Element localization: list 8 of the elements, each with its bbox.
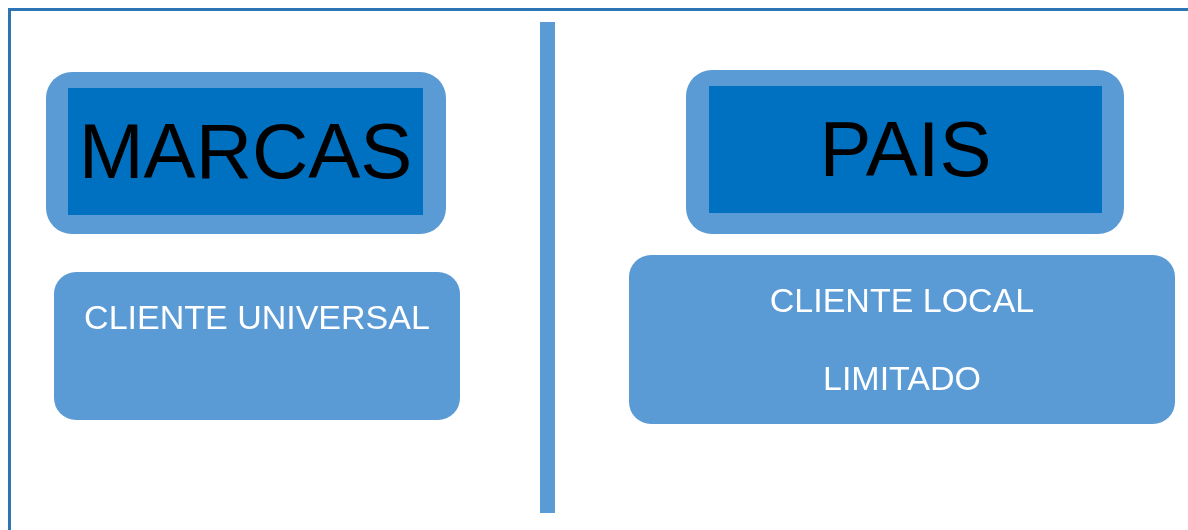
header-box xyxy=(46,72,446,234)
box-text: CLIENTE LOCAL LIMITADO xyxy=(768,280,1036,399)
info-box xyxy=(54,272,460,420)
heading-label: PAIS xyxy=(709,86,1102,213)
heading-label: MARCAS xyxy=(68,88,423,215)
header-box xyxy=(686,70,1124,234)
info-box xyxy=(629,255,1175,424)
box-text: CLIENTE UNIVERSAL xyxy=(84,297,430,338)
